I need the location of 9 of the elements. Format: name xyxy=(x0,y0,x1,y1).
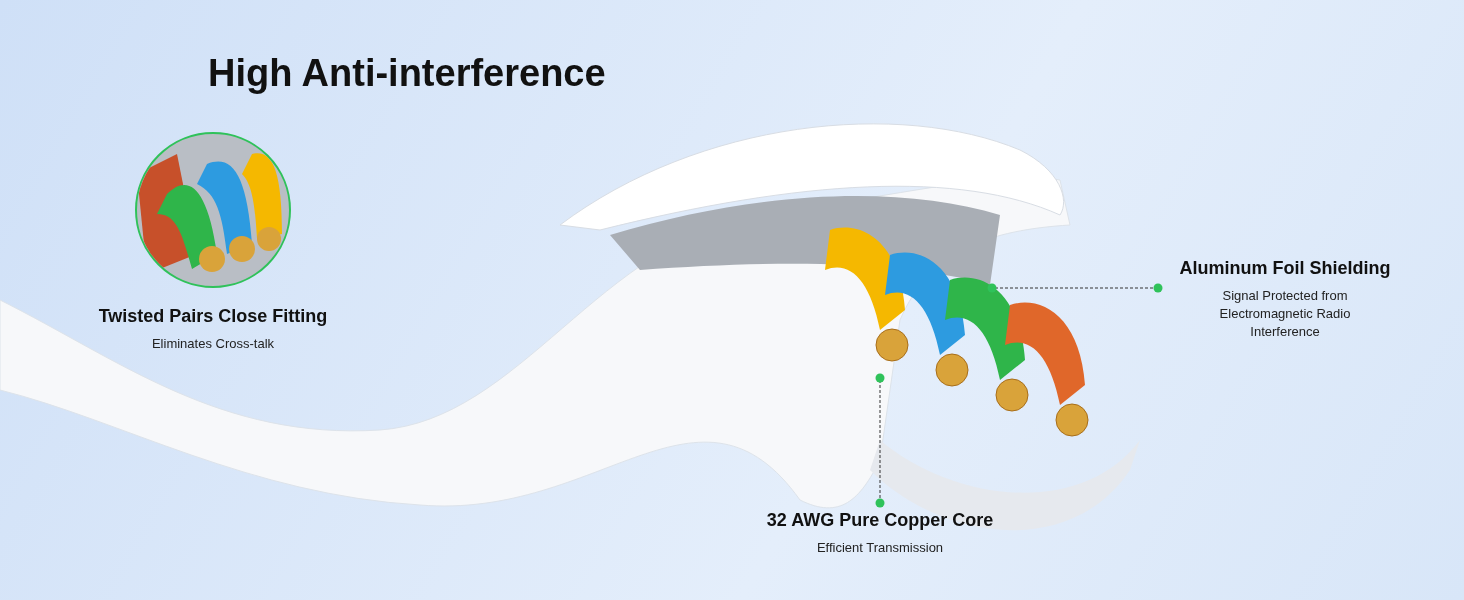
callout-description: Eliminates Cross-talk xyxy=(151,335,275,353)
callout-description: Efficient Transmission xyxy=(815,539,945,557)
callout-title: Aluminum Foil Shielding xyxy=(1178,258,1392,279)
leader-line xyxy=(987,283,1163,293)
title: High Anti-interference xyxy=(208,52,606,95)
callout-description: Signal Protected from Electromagnetic Radio Interference xyxy=(1218,287,1352,341)
callout-title: 32 AWG Pure Copper Core xyxy=(765,510,995,531)
callout-title: Twisted Pairs Close Fitting xyxy=(98,306,328,327)
leader-line xyxy=(875,373,885,508)
